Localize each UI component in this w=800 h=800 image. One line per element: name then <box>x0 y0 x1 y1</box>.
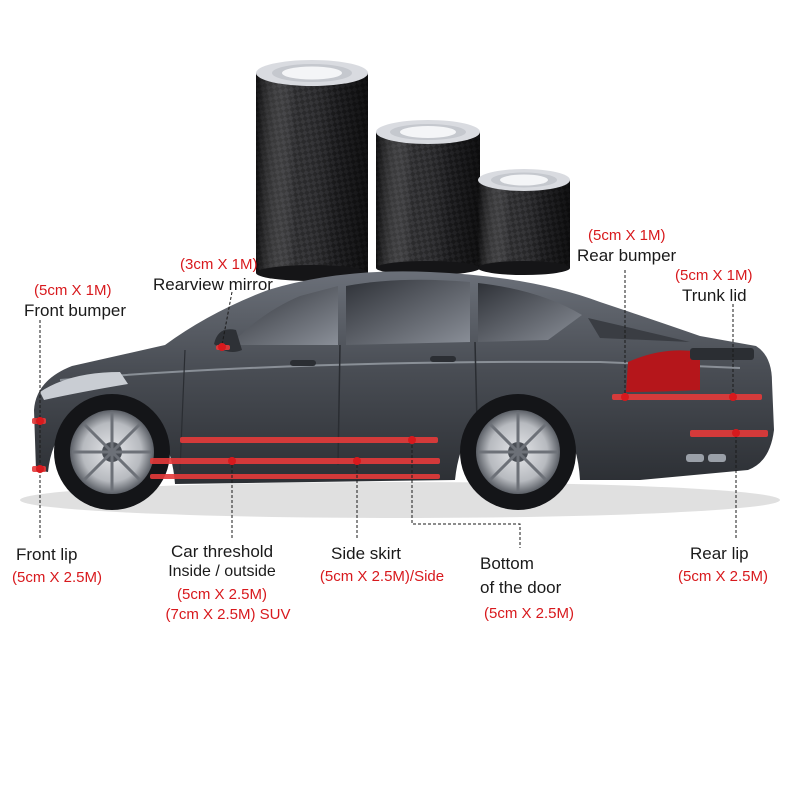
rear-bumper-size: (5cm X 1M) <box>588 227 666 244</box>
medium-roll <box>376 120 480 275</box>
rear-bumper-label: Rear bumper <box>577 246 677 265</box>
bottom-door-label: Bottom <box>480 554 534 573</box>
leader-lines <box>39 270 737 548</box>
front-bumper-size: (5cm X 1M) <box>34 282 112 299</box>
front-bumper-label: Front bumper <box>24 301 127 320</box>
car-threshold-label: Car threshold <box>170 542 274 561</box>
trunk-lid-size: (5cm X 1M) <box>675 267 753 284</box>
tape-highlights <box>32 345 768 479</box>
side-skirt-label: Side skirt <box>331 544 401 563</box>
bottom-door-size: (5cm X 2.5M) <box>484 605 575 622</box>
side-skirt-size: (5cm X 2.5M)/Side <box>319 568 445 585</box>
front-lip-size: (5cm X 2.5M) <box>12 569 103 586</box>
car <box>20 271 780 518</box>
trunk-lid-label: Trunk lid <box>682 286 747 305</box>
rearview-mirror-label: Rearview mirror <box>153 275 273 294</box>
car-threshold-size-suv: (7cm X 2.5M) SUV <box>165 606 291 623</box>
tape-point-dots <box>36 343 740 473</box>
car-threshold-sub: Inside / outside <box>168 563 276 580</box>
small-roll <box>478 169 570 275</box>
car-threshold-size: (5cm X 2.5M) <box>176 586 268 603</box>
rear-lip-size: (5cm X 2.5M) <box>678 568 769 585</box>
front-lip-label: Front lip <box>16 545 78 564</box>
bottom-door-label-2: of the door <box>480 578 562 597</box>
rearview-mirror-size: (3cm X 1M) <box>180 256 258 273</box>
large-roll <box>256 60 368 281</box>
rear-lip-label: Rear lip <box>690 544 749 563</box>
